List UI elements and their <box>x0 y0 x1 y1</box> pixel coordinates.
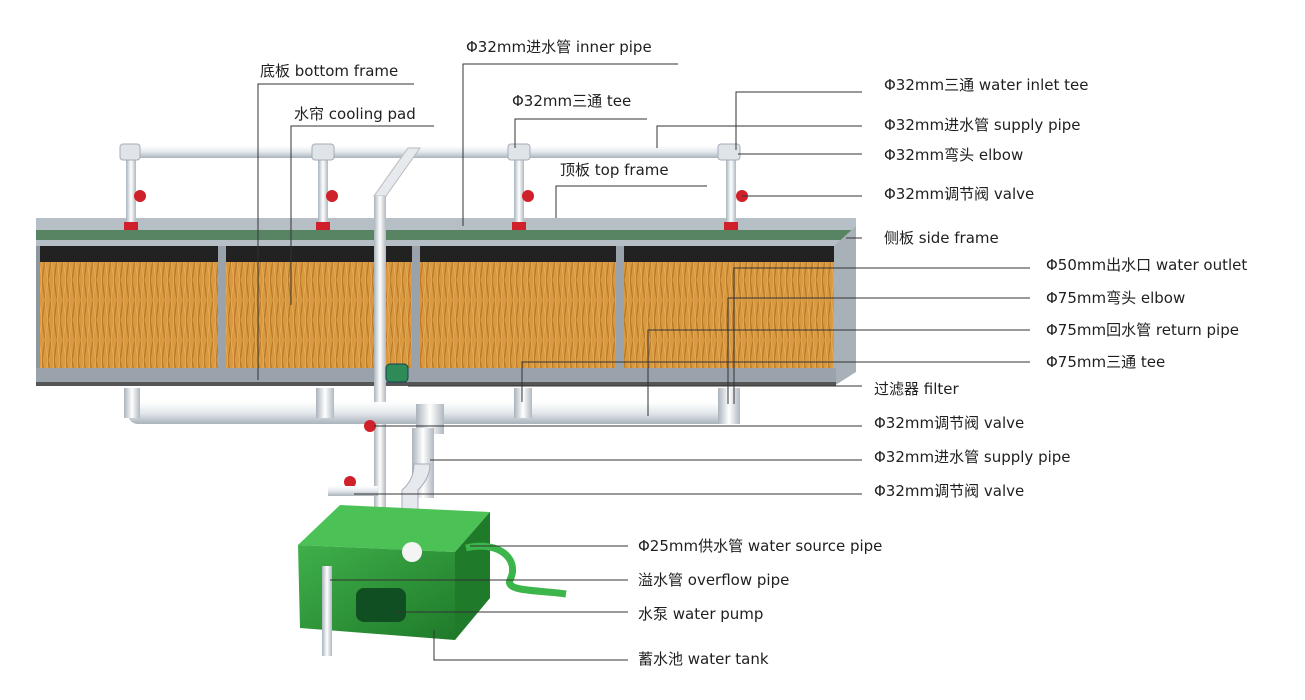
label-water-outlet: Φ50mm出水口 water outlet <box>1046 256 1248 274</box>
top-supply-piping <box>119 143 748 616</box>
label-overflow-pipe: 溢水管 overflow pipe <box>638 571 790 589</box>
water-pump <box>356 588 406 622</box>
filter <box>385 363 409 383</box>
label-water-inlet-tee: Φ32mm三通 water inlet tee <box>884 76 1089 94</box>
label-cooling-pad: 水帘 cooling pad <box>294 105 416 123</box>
cooling-pad-4 <box>624 262 834 368</box>
label-top-frame: 顶板 top frame <box>560 161 669 179</box>
label-water-source-pipe: Φ25mm供水管 water source pipe <box>638 537 883 555</box>
label-inner-pipe: Φ32mm进水管 inner pipe <box>466 38 652 56</box>
label-water-pump: 水泵 water pump <box>638 605 764 623</box>
label-elbow-32: Φ32mm弯头 elbow <box>884 146 1024 164</box>
label-side-frame: 侧板 side frame <box>884 229 999 247</box>
cooling-pad-wall <box>36 218 856 386</box>
label-return-pipe: Φ75mm回水管 return pipe <box>1046 321 1239 339</box>
label-elbow-75: Φ75mm弯头 elbow <box>1046 289 1186 307</box>
cooling-pad-3 <box>420 262 616 368</box>
bottom-return-piping <box>124 388 740 541</box>
label-supply-pipe-bottom: Φ32mm进水管 supply pipe <box>874 448 1071 466</box>
label-filter: 过滤器 filter <box>874 380 959 398</box>
leader-lines <box>257 63 1030 661</box>
label-valve-mid: Φ32mm调节阀 valve <box>874 414 1025 432</box>
label-tee-75: Φ75mm三通 tee <box>1046 353 1166 371</box>
top-dark-band <box>36 246 856 262</box>
bottom-frame <box>36 368 836 386</box>
label-bottom-frame: 底板 bottom frame <box>260 62 399 80</box>
label-water-tank: 蓄水池 water tank <box>638 650 769 668</box>
overflow-pipe <box>322 566 332 656</box>
label-valve-bottom: Φ32mm调节阀 valve <box>874 482 1025 500</box>
cooling-pad-1 <box>38 262 218 368</box>
side-frame <box>834 226 856 386</box>
label-supply-pipe-top: Φ32mm进水管 supply pipe <box>884 116 1081 134</box>
water-tank <box>298 505 567 656</box>
valve-red <box>134 190 146 202</box>
label-tee-top: Φ32mm三通 tee <box>512 92 632 110</box>
label-valve-top: Φ32mm调节阀 valve <box>884 185 1035 203</box>
